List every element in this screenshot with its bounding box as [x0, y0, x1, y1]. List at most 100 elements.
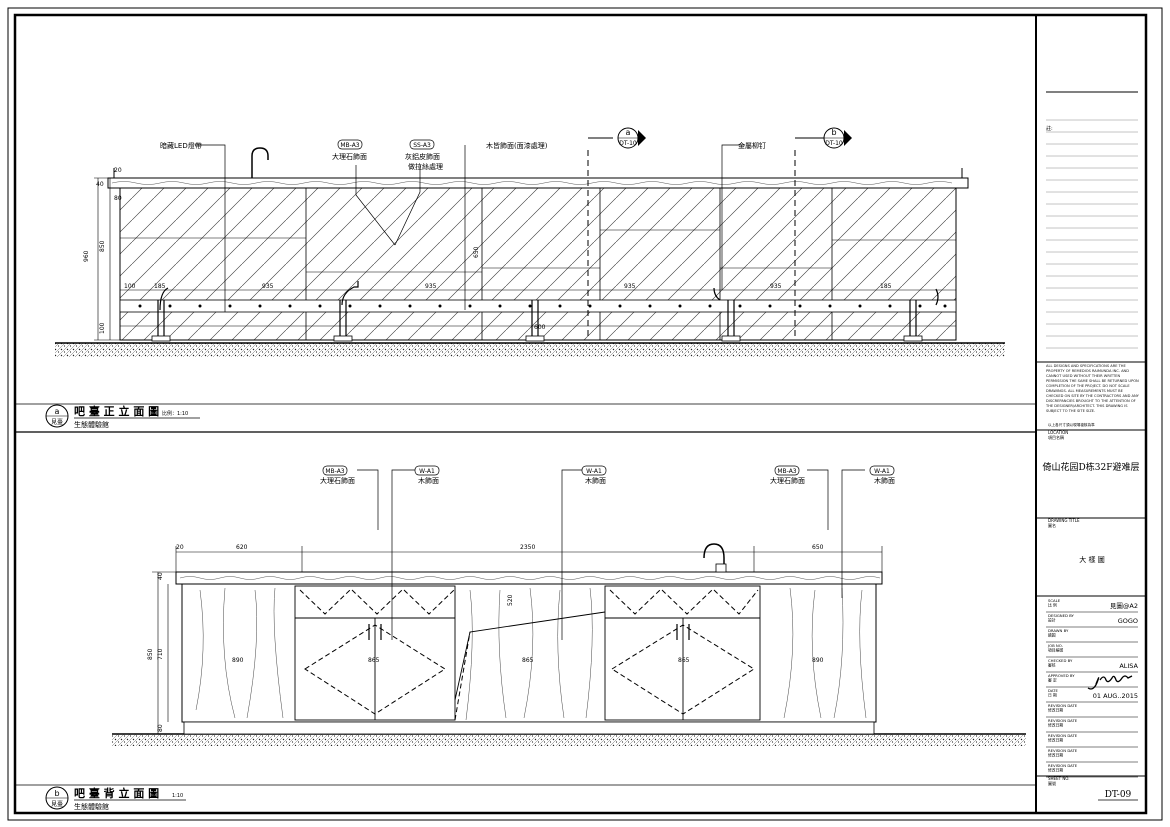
drawing-title-label-cn: 圖名 — [1048, 522, 1056, 528]
title-block: 註: ALL DESIGNS AND SPECIFICATIONS ARE TH… — [1036, 91, 1146, 801]
outer-border — [7, 7, 1163, 821]
label-marble-back-2: 大理石飾面 — [770, 476, 805, 485]
tb-row-label-cn: 比 例 — [1048, 603, 1057, 608]
section-marker-b: b DT-10 — [795, 127, 852, 149]
location-label: LOCATION — [1048, 430, 1068, 435]
label-ss-line1: 灰鋁皮飾面 — [405, 152, 440, 161]
tb-row-label: SCALE — [1048, 598, 1061, 603]
front-ground — [55, 343, 1005, 357]
label-ss: 灰鋁皮飾面 — [405, 152, 440, 161]
tb-row-label: REVISION DATE — [1048, 763, 1078, 768]
tb-row-label: REVISION DATE — [1048, 733, 1078, 738]
tag-ssa3-text: SS-A3 — [413, 142, 431, 149]
dim-935-c: 935 — [624, 283, 636, 290]
tb-row-label-cn: 繪圖 — [1048, 633, 1056, 638]
back-faucet-icon — [703, 543, 725, 572]
label-ss-line2: 做拉絲處理 — [408, 162, 443, 171]
section-a-letter: a — [626, 128, 631, 137]
dim-top-rail: 20 — [114, 167, 122, 174]
section-b-letter: b — [831, 128, 836, 137]
tb-row-label-cn: 審核 — [1048, 663, 1056, 668]
tag-ssa3-front: SS-A3 — [409, 139, 435, 150]
sheet-number: DT-09 — [1105, 790, 1132, 800]
section-marker-a: a DT-10 — [588, 127, 646, 149]
dim-935-d: 935 — [770, 283, 782, 290]
tag-wa1-back-2-text: W-A1 — [586, 468, 602, 475]
tb-row-label-cn: 審 定 — [1048, 678, 1057, 683]
front-title: 吧 臺 正 立 面 圖 — [74, 404, 159, 418]
tag-mba3-back-2: MB-A3 — [774, 465, 800, 476]
dim-80: 80 — [114, 195, 122, 202]
tag-wa1-back-1-text: W-A1 — [419, 468, 435, 475]
dim-top: 40 — [96, 181, 104, 188]
section-b-sheet: DT-10 — [825, 140, 843, 147]
dim-935-a: 935 — [262, 283, 274, 290]
label-wood-back-3: 木飾面 — [874, 476, 895, 485]
back-title-marker: b 見臺 — [45, 786, 69, 810]
tb-row-label-cn: 修改日期 — [1048, 723, 1063, 728]
sheet-label-cn: 圖號 — [1048, 780, 1056, 786]
dim-back-80: 80 — [157, 724, 164, 732]
drawing-title: 大 樣 圖 — [1079, 555, 1104, 564]
back-countertop — [175, 571, 883, 585]
faucet-icon — [251, 147, 269, 178]
dim-mid: 850 — [99, 240, 106, 252]
inner-border — [13, 13, 1148, 815]
label-marble-front: 大理石飾面 — [332, 152, 367, 161]
tag-mba3-back-2-text: MB-A3 — [777, 468, 796, 475]
tb-row-value: GOGO — [1118, 617, 1138, 625]
dim-back-620: 620 — [236, 544, 248, 551]
tag-wa1-back-3-text: W-A1 — [874, 468, 890, 475]
dim-185-b: 185 — [880, 283, 892, 290]
dim-back-2350: 2350 — [520, 544, 535, 551]
tb-row-label-cn: 修改日期 — [1048, 738, 1063, 743]
front-marker-letter: a — [55, 407, 60, 416]
dim-back-850: 850 — [147, 648, 154, 660]
tb-row-label-cn: 設計 — [1048, 618, 1056, 623]
tb-row-label-cn: 項目編號 — [1048, 648, 1063, 653]
dim-back-865-b: 865 — [522, 657, 534, 664]
tb-row-label: JOB NO. — [1047, 643, 1063, 648]
dim-100: 100 — [124, 283, 136, 290]
dim-back-890-b: 890 — [812, 657, 824, 664]
back-scale: 1:10 — [172, 793, 183, 799]
tb-row-value: 見圖@A2 — [1110, 602, 1138, 610]
back-subtitle: 生態體驗館 — [74, 802, 109, 811]
dim-back-710: 710 — [157, 648, 164, 660]
signature — [1087, 675, 1133, 690]
back-marker-letter: b — [54, 789, 59, 798]
back-title: 吧 臺 背 立 面 圖 — [74, 786, 159, 800]
dim-back-865-c: 865 — [678, 657, 690, 664]
tag-mba3-back-1-text: MB-A3 — [325, 468, 344, 475]
tb-row-label: DRAWN BY — [1048, 628, 1069, 633]
dim-overall: 960 — [83, 250, 90, 262]
location-label-cn: 項目名稱 — [1048, 434, 1064, 440]
tag-wa1-back-1: W-A1 — [414, 465, 440, 476]
tag-mba3-front: MB-A3 — [337, 139, 363, 150]
tb-row-label-cn: 修改日期 — [1048, 768, 1063, 773]
tag-wa1-back-2: W-A1 — [581, 465, 607, 476]
back-marker-sheet: 見臺 — [51, 800, 63, 808]
dim-back-865-a: 865 — [368, 657, 380, 664]
front-marker-sheet: 見臺 — [51, 418, 63, 426]
label-wood-back-1: 木飾面 — [418, 476, 439, 485]
tb-row-label-cn: 修改日期 — [1048, 753, 1063, 758]
disclaimer-text: ALL DESIGNS AND SPECIFICATIONS ARE THE P… — [1046, 364, 1139, 413]
tb-row-label: DATE — [1048, 688, 1058, 693]
tb-row-label: REVISION DATE — [1048, 703, 1078, 708]
project-name: 倚山花园D栋32F避难层 — [1043, 461, 1140, 473]
tb-row-value: ALISA — [1119, 662, 1138, 670]
dim-100-b: 100 — [99, 322, 106, 334]
label-led: 暗藏LED燈帶 — [160, 141, 202, 150]
back-counter-body — [181, 583, 877, 723]
label-wood-back-2: 木飾面 — [585, 476, 606, 485]
sheet-label: SHEET NO. — [1048, 776, 1070, 781]
back-elevation: MB-A3 大理石飾面 W-A1 木飾面 W-A1 木飾面 MB-A3 大理石飾… — [15, 465, 1036, 811]
tb-row-label: REVISION DATE — [1048, 748, 1078, 753]
disclaimer-cn: 以上各尺寸須以現場複核為準 — [1048, 422, 1095, 427]
label-wood-note: 木皆飾面(面漆處理) — [486, 141, 548, 150]
tb-row-value: 01 AUG..2015 — [1093, 692, 1138, 700]
front-countertop — [107, 177, 969, 189]
